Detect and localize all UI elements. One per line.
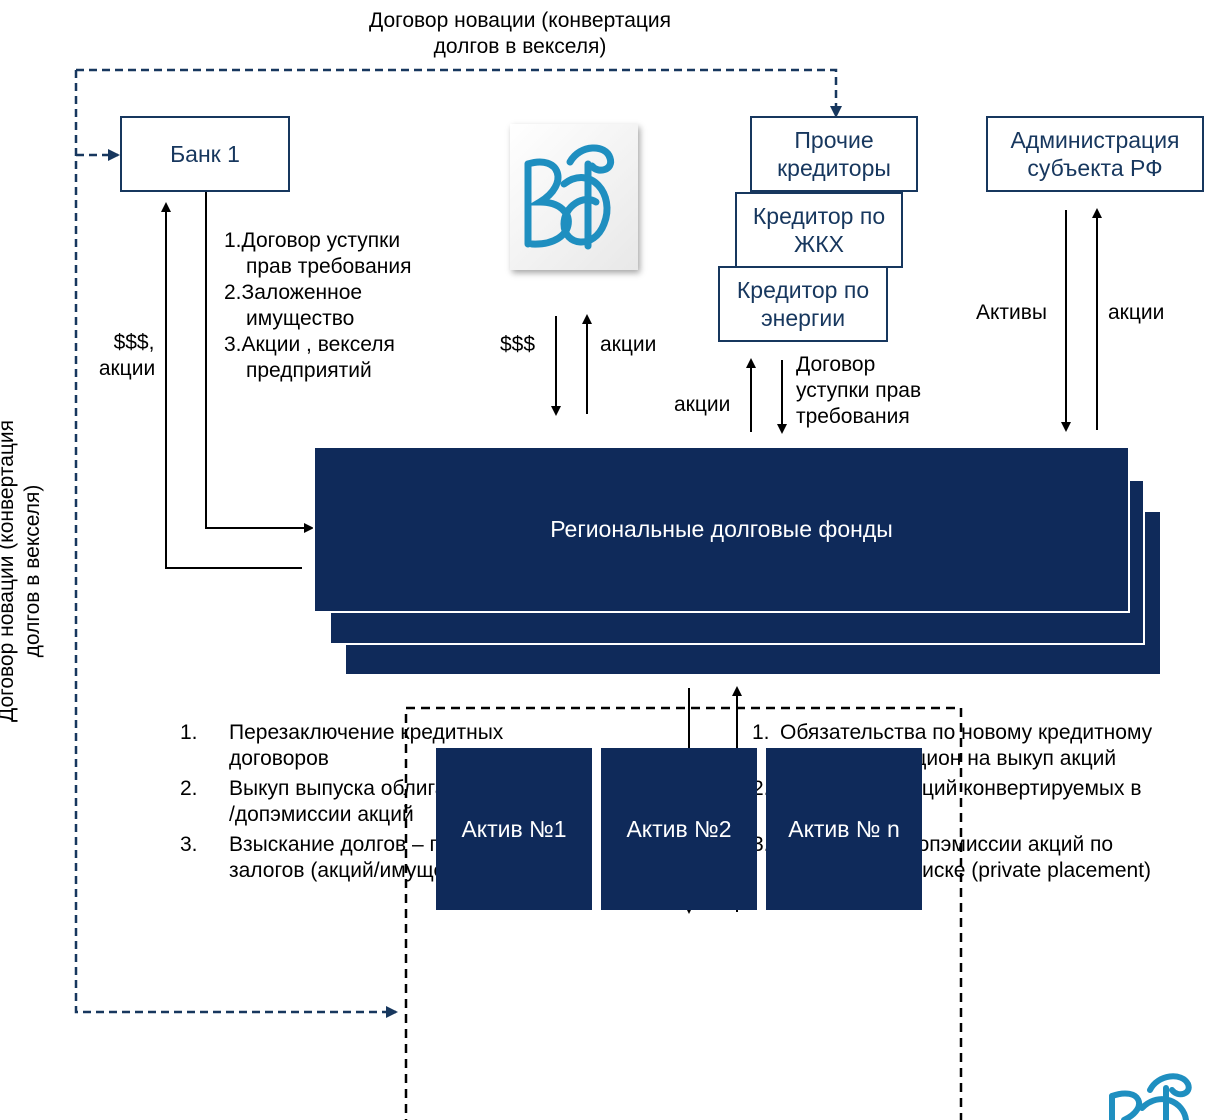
asset-box-n: Актив № n — [766, 748, 922, 910]
left-list-item: 1. Перезаключение кредитных договоров — [180, 721, 504, 770]
vbd-monogram-icon — [524, 144, 615, 250]
asset-frame — [404, 706, 963, 1120]
fund-label: Региональные долговые фонды — [550, 516, 893, 542]
asset-box-2: Актив №2 — [601, 748, 757, 910]
bank-box: Банк 1 — [120, 116, 290, 192]
vbd-flow-left: $$$ — [500, 333, 536, 356]
admin-flow-left: Активы — [976, 301, 1048, 324]
top-novation-label: Договор новации (конвертация долгов в ве… — [368, 9, 672, 58]
fund-box: Региональные долговые фонды — [313, 446, 1130, 613]
creditor-flow-right: Договор уступки прав требования — [796, 353, 922, 428]
fund-to-bank-arrow — [161, 202, 302, 569]
vbd-logo — [510, 124, 638, 270]
side-novation-label: Договор новации (конвертация долгов в ве… — [0, 419, 44, 723]
novation-dashed-top — [76, 68, 842, 118]
creditor-other-box: Прочие кредиторы — [750, 116, 918, 192]
admin-box: Администрация субъекта РФ — [986, 116, 1204, 192]
left-list-item: 2. Выкуп выпуска облигаций /допэмиссии а… — [180, 777, 482, 826]
creditor-energy-box: Кредитор по энергии — [718, 266, 888, 342]
creditor-housing-box: Кредитор по ЖКХ — [735, 192, 903, 268]
asset-box-1: Актив №1 — [436, 748, 592, 910]
novation-dashed-left — [74, 70, 398, 1018]
creditor-flow-left: акции — [674, 393, 731, 416]
bank-items: 1.Договор уступки прав требования 2.Зало… — [224, 229, 412, 382]
admin-flow-right: акции — [1108, 301, 1165, 324]
vbd-flow-right: акции — [600, 333, 657, 356]
bank-to-fund-arrow — [205, 192, 314, 533]
bank-flow-label: $$$, акции — [98, 331, 156, 380]
vbd-corner-logo-icon — [1109, 1073, 1192, 1120]
